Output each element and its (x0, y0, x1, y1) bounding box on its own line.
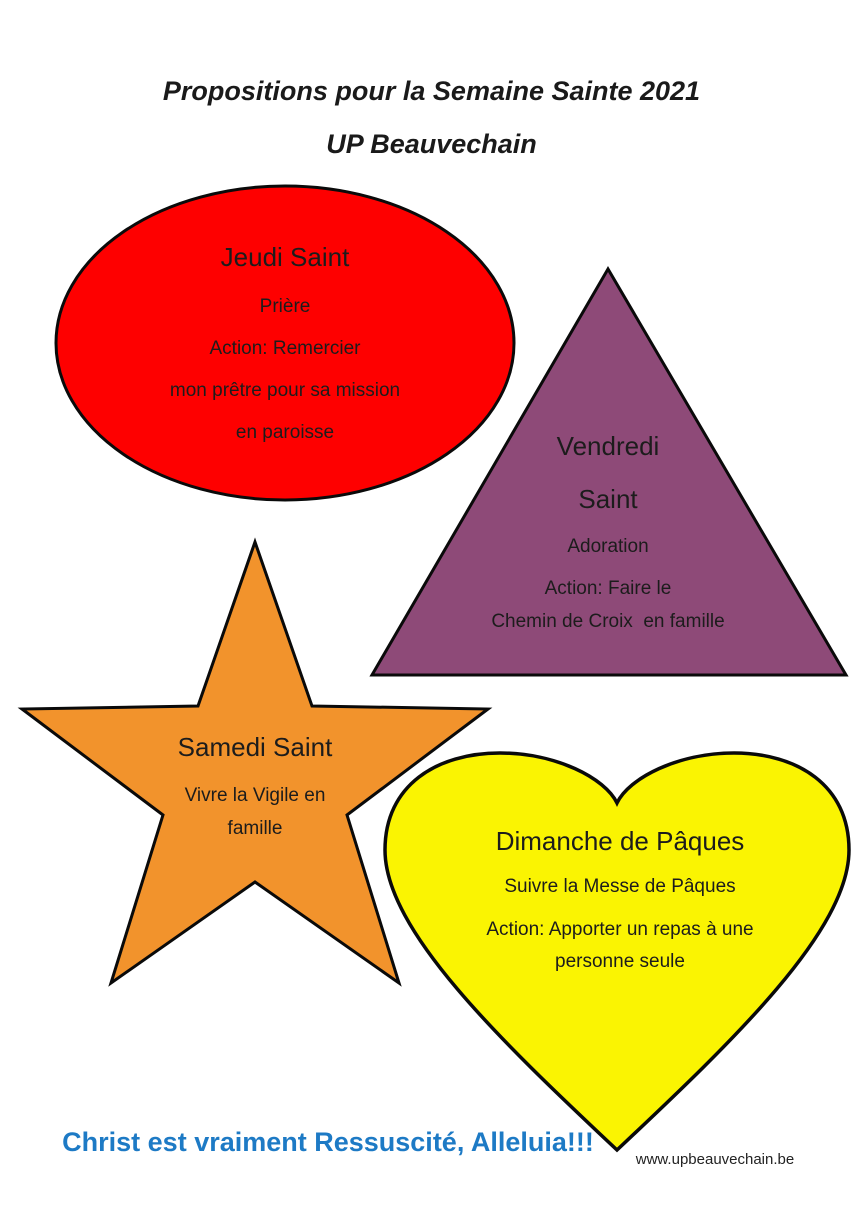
jeudi-body-line-1: Prière (259, 296, 311, 317)
vendredi-heading-line-1: Vendredi (556, 431, 660, 461)
page-title-line-2: UP Beauvechain (326, 129, 537, 159)
samedi-body-line-2: famille (227, 818, 283, 839)
paques-body-line-3: personne seule (555, 951, 685, 972)
jeudi-body-line-2: Action: Remercier (209, 338, 361, 359)
footer-message: Christ est vraiment Ressuscité, Alleluia… (62, 1127, 594, 1157)
vendredi-body-line-3: Chemin de Croix en famille (491, 611, 725, 632)
samedi-body-line-1: Vivre la Vigile en (184, 785, 326, 806)
paques-body-line-2: Action: Apporter un repas à une (486, 919, 754, 940)
jeudi-body-line-3: mon prêtre pour sa mission (169, 380, 401, 401)
samedi-star-shape (17, 537, 493, 987)
paques-body-line-1: Suivre la Messe de Pâques (504, 876, 736, 897)
paques-heart-shape (383, 751, 851, 1153)
page-title-line-1: Propositions pour la Semaine Sainte 2021 (162, 76, 701, 106)
vendredi-body-line-2: Action: Faire le (544, 578, 672, 599)
jeudi-body-line-4: en paroisse (235, 422, 335, 443)
jeudi-ellipse-shape (54, 184, 516, 502)
paques-heading: Dimanche de Pâques (495, 826, 745, 856)
samedi-heading: Samedi Saint (177, 732, 333, 762)
website-url: www.upbeauvechain.be (635, 1151, 795, 1168)
vendredi-body-line-1: Adoration (567, 536, 649, 557)
vendredi-heading-line-2: Saint (578, 484, 638, 514)
vendredi-triangle-shape (369, 266, 849, 677)
jeudi-heading: Jeudi Saint (220, 242, 350, 272)
